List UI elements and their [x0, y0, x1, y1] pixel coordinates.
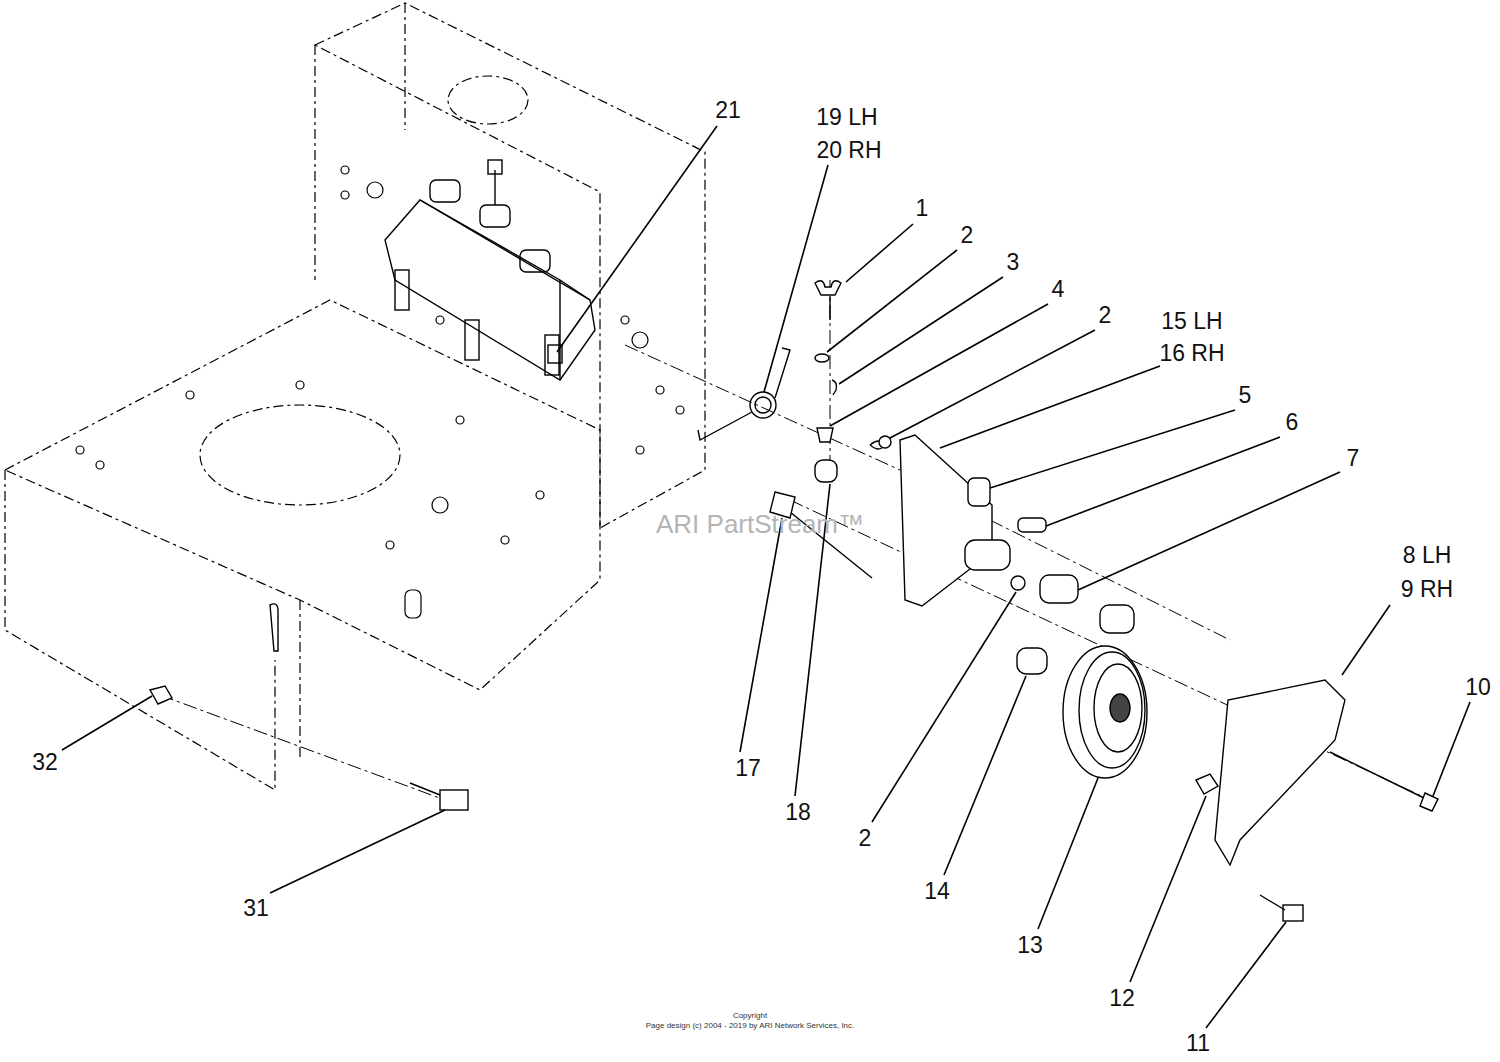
washer [1011, 576, 1025, 590]
callout-number: 5 [1239, 384, 1252, 407]
nut [1196, 774, 1218, 794]
back-plate [315, 3, 705, 528]
spacer [965, 540, 1010, 570]
cotter-pin [270, 604, 278, 651]
callout-number: 32 [32, 751, 58, 774]
bolt [410, 492, 1438, 921]
callout-number: 31 [243, 897, 269, 920]
nut [150, 686, 172, 704]
callout-number: 10 [1465, 676, 1491, 699]
callout-number: 16 RH [1159, 342, 1224, 365]
spacer [1040, 575, 1078, 603]
bushing [1017, 648, 1047, 674]
washer [815, 354, 829, 362]
callout-number: 21 [715, 99, 741, 122]
washer [879, 436, 891, 448]
pivot-block [815, 460, 837, 482]
callout-number: 8 LH [1403, 544, 1452, 567]
callout-number: 13 [1017, 934, 1043, 957]
idler-bracket [900, 435, 992, 606]
callout-number: 1 [916, 197, 929, 220]
callout-number: 12 [1109, 987, 1135, 1010]
callout-number: 11 [1186, 1032, 1210, 1055]
wing-nut [815, 281, 841, 320]
cone [817, 428, 833, 442]
callout-number: 4 [1052, 278, 1065, 301]
watermark: ARI PartStream™ [656, 511, 864, 537]
copyright-note: Copyright [733, 1012, 767, 1020]
callout-number: 2 [1099, 304, 1112, 327]
callout-number: 3 [1007, 251, 1020, 274]
transmission [385, 160, 595, 380]
callout-number: 7 [1347, 447, 1360, 470]
spacer [968, 478, 990, 506]
pulley [1063, 646, 1147, 778]
callout-number: 18 [785, 801, 811, 824]
callout-number: 15 LH [1161, 310, 1222, 333]
callout-number: 17 [735, 757, 761, 780]
base-plate [5, 300, 600, 690]
callout-number: 6 [1286, 411, 1299, 434]
callout-number: 19 LH [816, 106, 877, 129]
spacer [1100, 605, 1134, 633]
clip [832, 380, 837, 395]
pulley-cover [1215, 680, 1345, 865]
callout-number: 20 RH [816, 139, 881, 162]
callout-number: 2 [859, 827, 872, 850]
callout-number: 2 [961, 224, 974, 247]
leader-lines [62, 126, 1470, 1028]
callout-number: 14 [924, 880, 950, 903]
spring [698, 348, 790, 440]
pin [1018, 518, 1046, 532]
copyright-note: Page design (c) 2004 - 2019 by ARI Netwo… [646, 1022, 855, 1030]
callout-number: 9 RH [1401, 578, 1453, 601]
